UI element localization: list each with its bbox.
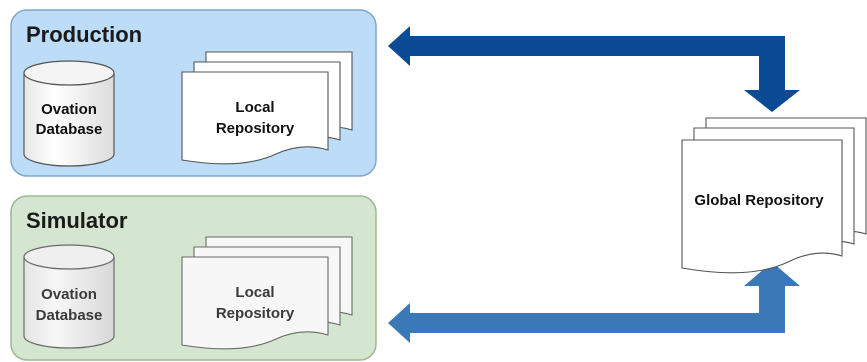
simulator-repository-label-line1: Local: [235, 284, 274, 301]
global-repository-label: Global Repository: [694, 192, 824, 209]
production-repository-icon: [181, 51, 353, 165]
production-repository-label-line1: Local: [235, 99, 274, 116]
production-repository-label-line2: Repository: [216, 120, 295, 137]
production-panel: Production Ovation Database Local Reposi…: [10, 9, 377, 177]
simulator-repository-icon: [181, 236, 353, 350]
simulator-database-label-line2: Database: [36, 307, 103, 324]
simulator-database-icon: [23, 244, 115, 349]
global-repository-icon: [681, 117, 867, 274]
simulator-sync-arrow: [388, 262, 800, 343]
production-database-icon: [23, 60, 115, 167]
simulator-database-label-line1: Ovation: [41, 286, 97, 303]
simulator-panel: Simulator Ovation Database Local Reposit…: [10, 195, 377, 361]
production-database-label-line2: Database: [36, 121, 103, 138]
production-title: Production: [26, 22, 142, 47]
simulator-repository-label-line2: Repository: [216, 305, 295, 322]
production-sync-arrow: [388, 26, 800, 112]
production-database-label-line1: Ovation: [41, 101, 97, 118]
simulator-title: Simulator: [26, 208, 128, 233]
